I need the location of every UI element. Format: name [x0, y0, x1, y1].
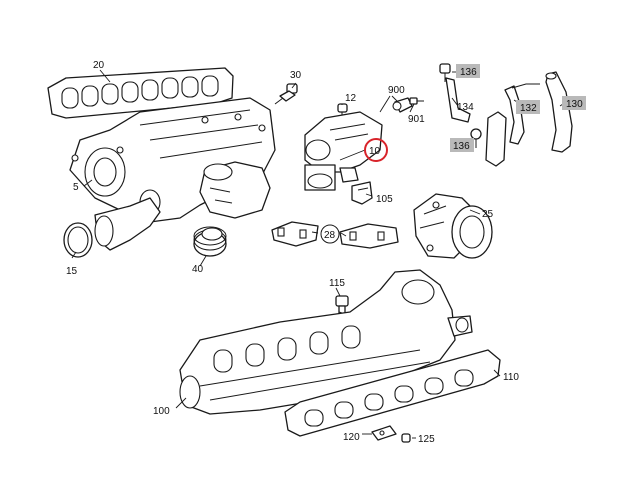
label-40[interactable]: 40: [192, 264, 204, 275]
part-15-o-ring[interactable]: [63, 222, 93, 258]
part-40-sleeve[interactable]: [193, 226, 227, 257]
intake-pipe[interactable]: [94, 197, 161, 251]
label-28-ring: [320, 224, 340, 244]
label-20[interactable]: 20: [93, 60, 105, 71]
part-20-gasket[interactable]: [47, 67, 234, 119]
part-136-bolt-lower[interactable]: [470, 128, 482, 148]
part-134-bracket[interactable]: [445, 77, 471, 123]
label-100[interactable]: 100: [153, 406, 170, 417]
label-28[interactable]: 28: [324, 230, 336, 241]
label-box-130: [562, 96, 586, 110]
label-30[interactable]: 30: [290, 70, 302, 81]
part-125-nut[interactable]: [401, 433, 411, 443]
label-12[interactable]: 12: [345, 93, 357, 104]
label-134[interactable]: 134: [457, 102, 474, 113]
label-5[interactable]: 5: [73, 182, 79, 193]
label-901[interactable]: 901: [408, 114, 425, 125]
label-110[interactable]: 110: [503, 372, 519, 383]
highlight-callout-10: [364, 138, 388, 162]
part-110-exhaust-gasket[interactable]: [284, 349, 501, 437]
part-10-valve-actuator[interactable]: [304, 111, 383, 191]
part-132-pipe[interactable]: [504, 83, 540, 145]
label-132[interactable]: 132: [520, 103, 537, 114]
part-901-screw[interactable]: [409, 97, 424, 105]
part-120-gasket-small[interactable]: [371, 425, 397, 441]
label-15[interactable]: 15: [66, 266, 78, 277]
label-box-136-lower: [450, 138, 474, 152]
label-136-lower[interactable]: 136: [453, 141, 470, 152]
part-30-bolt[interactable]: [274, 83, 298, 105]
part-900-sensor[interactable]: [392, 97, 413, 113]
label-120[interactable]: 120: [343, 432, 360, 443]
label-box-136-top: [456, 64, 480, 78]
part-105-bracket[interactable]: [351, 181, 373, 205]
label-130[interactable]: 130: [566, 99, 583, 110]
label-115[interactable]: 115: [329, 278, 345, 289]
label-105[interactable]: 105: [376, 194, 393, 205]
label-900[interactable]: 900: [388, 85, 405, 96]
part-28-clip-right[interactable]: [339, 223, 399, 249]
part-130-pipe[interactable]: [545, 71, 573, 153]
label-25[interactable]: 25: [482, 209, 494, 220]
label-136-top[interactable]: 136: [460, 67, 477, 78]
part-25-egr-valve[interactable]: [413, 193, 493, 259]
label-125[interactable]: 125: [418, 434, 435, 445]
label-box-132: [516, 100, 540, 114]
part-136-bolt-top[interactable]: [439, 63, 451, 82]
part-5-intake-manifold[interactable]: [69, 97, 276, 223]
label-10[interactable]: 10: [369, 146, 381, 157]
pipe-bracket-lower[interactable]: [485, 111, 507, 167]
part-28-clip-left[interactable]: [271, 221, 319, 247]
